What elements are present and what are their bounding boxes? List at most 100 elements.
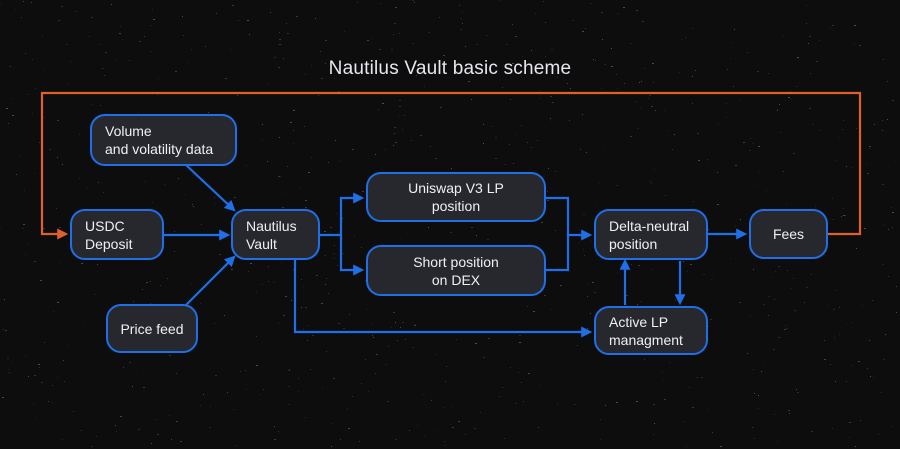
background-speck [349, 314, 350, 315]
background-speck [872, 300, 873, 301]
background-speck [24, 190, 25, 191]
background-speck [809, 108, 811, 109]
background-speck [367, 40, 369, 41]
background-speck [395, 142, 397, 143]
background-speck [887, 119, 888, 120]
background-speck [499, 396, 500, 397]
background-speck [547, 191, 548, 192]
background-speck [869, 340, 870, 341]
active-lp-line2: managment [609, 331, 683, 348]
background-speck [379, 49, 381, 50]
background-speck [456, 339, 457, 340]
background-speck [362, 191, 364, 192]
background-speck [61, 6, 63, 7]
background-speck [812, 124, 814, 125]
background-speck [89, 36, 90, 37]
background-speck [593, 59, 594, 60]
background-speck [399, 100, 401, 101]
background-speck [91, 446, 93, 447]
background-speck [346, 410, 347, 411]
background-speck [376, 354, 378, 355]
background-speck [896, 286, 897, 287]
background-speck [717, 172, 718, 173]
background-speck [446, 366, 447, 367]
background-speck [830, 409, 831, 410]
background-speck [404, 115, 405, 116]
background-speck [443, 55, 445, 56]
price-feed-node: Price feed [106, 304, 198, 353]
background-speck [5, 330, 7, 331]
background-speck [256, 365, 258, 366]
background-speck [849, 437, 850, 438]
background-speck [870, 376, 871, 377]
background-speck [867, 173, 868, 174]
background-speck [283, 315, 285, 316]
background-speck [683, 261, 684, 262]
background-speck [735, 226, 736, 227]
background-speck [0, 227, 1, 228]
background-speck [394, 133, 395, 134]
background-speck [883, 59, 884, 60]
background-speck [340, 439, 341, 440]
background-speck [602, 39, 603, 40]
background-speck [585, 28, 586, 29]
background-speck [68, 345, 69, 346]
background-speck [527, 306, 528, 307]
background-speck [512, 24, 513, 25]
background-speck [273, 282, 275, 283]
background-speck [150, 25, 152, 26]
background-speck [533, 311, 535, 312]
background-speck [405, 339, 406, 340]
background-speck [311, 65, 312, 66]
background-speck [599, 183, 600, 184]
background-speck [623, 7, 625, 8]
background-speck [811, 431, 813, 432]
background-speck [868, 173, 869, 174]
background-speck [513, 163, 514, 164]
background-speck [892, 426, 893, 427]
background-speck [695, 70, 696, 71]
background-speck [184, 194, 185, 195]
background-speck [209, 427, 211, 428]
background-speck [59, 262, 60, 263]
background-speck [6, 108, 8, 109]
background-speck [674, 134, 675, 135]
background-speck [420, 135, 422, 136]
background-speck [238, 20, 239, 21]
background-speck [287, 33, 289, 34]
background-speck [439, 17, 440, 18]
background-speck [540, 385, 541, 386]
background-speck [367, 309, 368, 310]
background-speck [518, 372, 519, 373]
background-speck [896, 312, 897, 313]
background-speck [138, 112, 139, 113]
background-speck [274, 57, 276, 58]
background-speck [237, 95, 238, 96]
background-speck [57, 302, 59, 303]
background-speck [461, 12, 463, 13]
background-speck [783, 171, 784, 172]
background-speck [651, 106, 653, 107]
background-speck [133, 301, 134, 302]
background-speck [718, 123, 719, 124]
background-speck [115, 59, 116, 60]
background-speck [832, 25, 834, 26]
background-speck [395, 439, 397, 440]
background-speck [359, 441, 360, 442]
background-speck [66, 44, 67, 45]
background-speck [521, 382, 522, 383]
background-speck [859, 45, 861, 46]
short-position-line2: on DEX [431, 271, 481, 288]
background-speck [10, 66, 11, 67]
background-speck [122, 39, 123, 40]
background-speck [334, 245, 335, 246]
background-speck [540, 90, 541, 91]
background-speck [662, 44, 663, 45]
background-speck [357, 2, 358, 3]
background-speck [119, 33, 121, 34]
background-speck [794, 310, 796, 311]
background-speck [460, 29, 462, 30]
background-speck [139, 41, 141, 42]
vault-to-uniswap-arrow [320, 192, 365, 237]
